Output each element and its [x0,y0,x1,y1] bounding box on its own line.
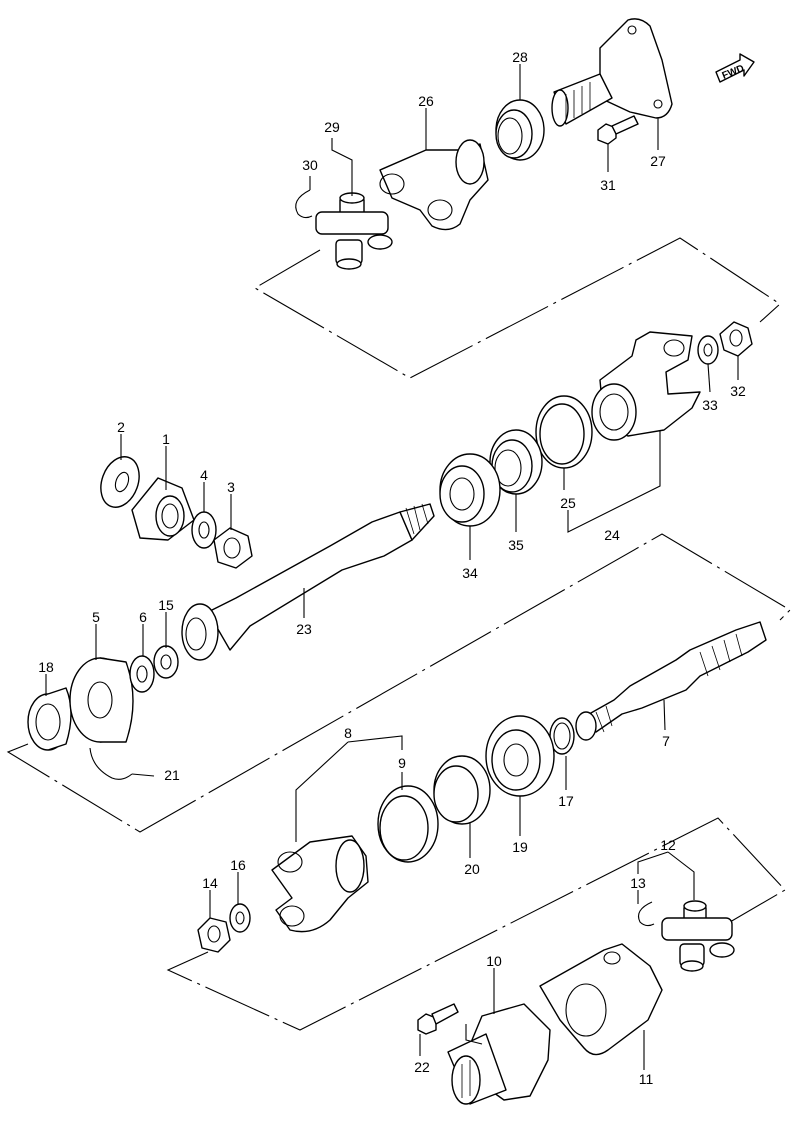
part-23-shaft [181,503,435,661]
fwd-arrow-icon: FWD [715,53,755,83]
callout-14: 14 [202,875,218,891]
callout-11: 11 [639,1071,654,1087]
callout-12: 12 [660,837,676,853]
callout-8: 8 [344,725,352,741]
part-28-oil-seal [495,99,545,161]
callout-16: 16 [230,857,246,873]
callout-6: 6 [139,609,147,625]
callout-29: 29 [324,119,340,135]
callout-19: 19 [512,839,528,855]
part-25-seal [535,395,593,469]
part-21-circlip [89,747,133,780]
callout-35: 35 [508,537,524,553]
callout-21: 21 [164,767,180,783]
part-19-bearing [485,715,555,797]
part-31-bolt [597,115,639,145]
part-11-yoke-flange [539,943,663,1056]
callout-31: 31 [600,177,616,193]
callout-28: 28 [512,49,528,65]
callout-25: 25 [560,495,576,511]
callout-7: 7 [662,733,670,749]
callout-17: 17 [558,793,574,809]
callout-4: 4 [200,467,208,483]
part-5-gear [69,657,134,743]
section-boundary-lines [6,237,791,1031]
part-12-universal-joint [661,900,735,972]
part-22-bolt [417,1003,459,1035]
part-2-washer [100,456,140,508]
callout-9: 9 [398,755,406,771]
callout-24: 24 [604,527,620,543]
callout-34: 34 [462,565,478,581]
part-15-spacer [153,645,179,679]
part-4-washer [191,511,217,549]
callout-2: 2 [117,419,125,435]
part-6-washer [129,655,155,693]
callout-15: 15 [158,597,174,613]
callout-26: 26 [418,93,434,109]
part-3-nut [213,527,253,569]
part-32-nut [719,321,753,357]
part-1-bevel-gear [131,477,195,541]
part-17-snap-ring [549,717,575,755]
callout-3: 3 [227,479,235,495]
callout-labels: 1 2 3 4 5 6 7 8 9 10 11 12 13 14 15 16 1… [38,49,746,1087]
part-14-nut [197,917,231,953]
part-26-yoke [379,139,489,231]
callout-23: 23 [296,621,312,637]
callout-22: 22 [414,1059,430,1075]
part-8-yoke [271,835,369,933]
part-7-output-shaft [575,621,767,741]
part-33-washer [697,335,719,365]
callout-32: 32 [730,383,746,399]
part-29-universal-joint [315,192,393,270]
fwd-label: FWD [721,63,746,82]
callout-10: 10 [486,953,502,969]
callout-18: 18 [38,659,54,675]
part-16-washer [229,903,251,933]
part-10-flange-shaft [447,1003,551,1105]
part-24-yoke-flange [591,331,701,441]
callout-33: 33 [702,397,718,413]
callout-13: 13 [630,875,646,891]
callout-5: 5 [92,609,100,625]
part-9-seal [377,785,439,863]
part-13-circlip [637,901,655,927]
part-30-circlip [295,189,313,219]
callout-27: 27 [650,153,666,169]
leader-lines [45,64,739,1070]
callout-1: 1 [162,431,170,447]
part-20-seal [433,755,491,825]
callout-30: 30 [302,157,318,173]
callout-20: 20 [464,861,480,877]
part-18-bearing [27,687,72,751]
part-34-bearing [439,453,501,527]
part-27-flange-shaft [551,18,673,127]
